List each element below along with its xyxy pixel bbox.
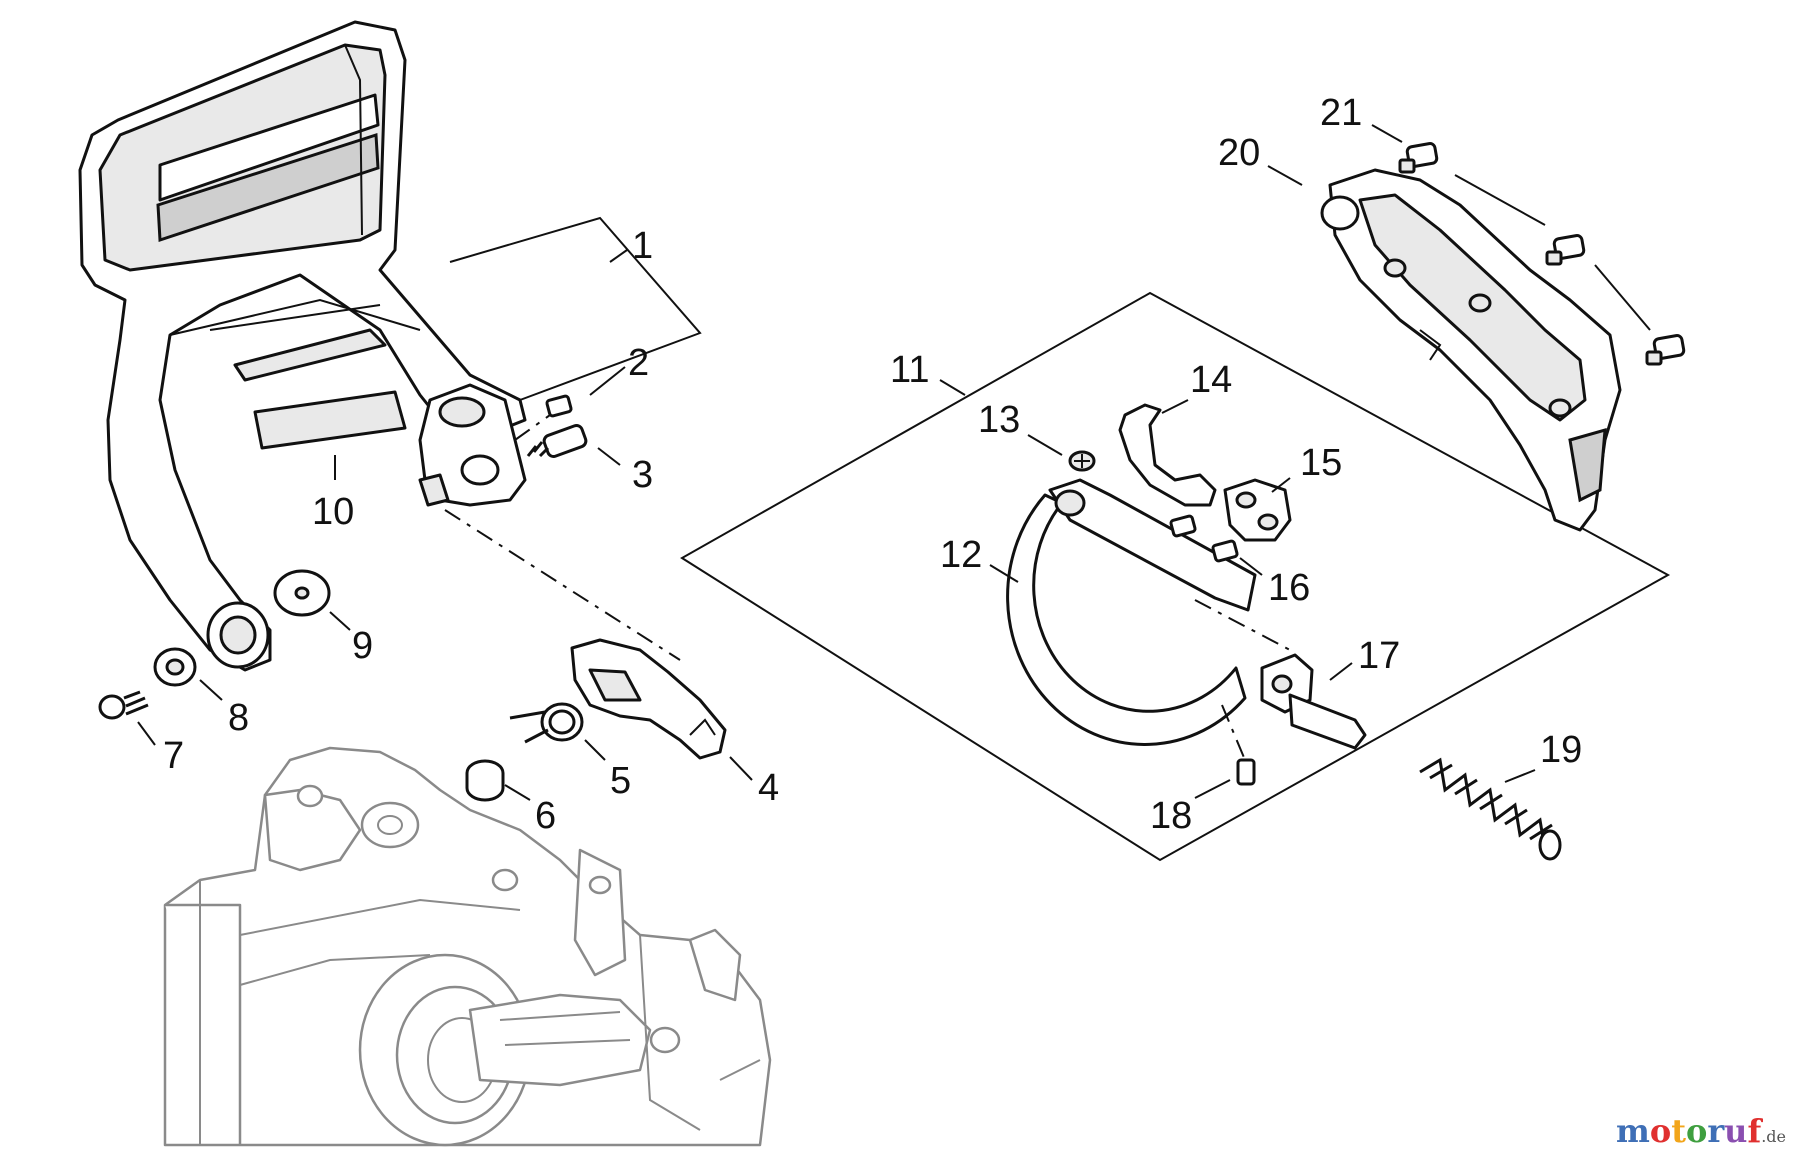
assembly-line-latch: [444, 509, 681, 661]
callout-19: 19: [1540, 729, 1582, 771]
leader-21: [1371, 124, 1403, 143]
cover-screw-a: [1398, 142, 1439, 174]
callout-15: 15: [1300, 442, 1342, 484]
screw-small: [1068, 450, 1096, 472]
brake-band: [1006, 478, 1257, 746]
leader-4: [729, 756, 753, 781]
engine-crankcase-ghost: [163, 746, 772, 1147]
band-anchor: [1260, 653, 1367, 750]
callout-5: 5: [610, 760, 631, 802]
leader-9: [329, 611, 351, 631]
callout-14: 14: [1190, 359, 1232, 401]
leader-6: [504, 784, 531, 801]
assembly-line-pin-18: [1221, 704, 1246, 761]
callout-9: 9: [352, 625, 373, 667]
watermark-letter: o: [1685, 1112, 1708, 1150]
callout-12: 12: [940, 534, 982, 576]
link-plate: [1118, 403, 1217, 507]
sprocket-cover: [1320, 168, 1622, 532]
watermark-letter: o: [1649, 1112, 1672, 1150]
watermark-tld: .de: [1761, 1127, 1786, 1146]
cover-screw-b: [1545, 234, 1586, 266]
callout-1: 1: [632, 225, 653, 267]
small-pin: [1236, 758, 1256, 786]
leader-18: [1194, 779, 1231, 799]
leader-15: [1271, 477, 1291, 493]
hand-guard: [78, 20, 527, 672]
callout-21: 21: [1320, 92, 1362, 134]
callout-16: 16: [1268, 567, 1310, 609]
leader-14: [1161, 399, 1189, 414]
assembly-line-band: [1194, 599, 1291, 651]
watermark-letter: u: [1724, 1112, 1748, 1150]
callout-17: 17: [1358, 635, 1400, 677]
callout-18: 18: [1150, 795, 1192, 837]
assembly-line-pin: [514, 414, 551, 441]
leader-7: [137, 721, 156, 746]
callout-2: 2: [628, 342, 649, 384]
watermark-letter: f: [1747, 1112, 1762, 1150]
leader-8: [199, 679, 223, 701]
washer: [273, 569, 331, 617]
callout-13: 13: [978, 399, 1020, 441]
screw: [526, 424, 588, 458]
link-pins: [1169, 514, 1239, 563]
leader-17: [1329, 662, 1353, 681]
watermark-letter: r: [1707, 1112, 1725, 1150]
callout-3: 3: [632, 454, 653, 496]
brake-latch: [570, 638, 727, 760]
site-watermark: motoruf.de: [1616, 1112, 1786, 1150]
pin: [545, 394, 573, 418]
leader-16: [1239, 557, 1263, 576]
brake-lever-casting: [418, 383, 527, 507]
callout-20: 20: [1218, 132, 1260, 174]
leader-3: [597, 447, 621, 466]
watermark-letter: m: [1615, 1112, 1650, 1150]
callout-7: 7: [163, 735, 184, 777]
leader-13: [1027, 434, 1063, 456]
group-bracket-1: [449, 216, 702, 401]
callout-4: 4: [758, 767, 779, 809]
leader-11: [939, 379, 966, 396]
leader-12: [989, 564, 1019, 583]
leader-19: [1504, 769, 1536, 783]
decal-label: [253, 390, 407, 450]
callout-10: 10: [312, 491, 354, 533]
callout-11: 11: [890, 349, 929, 391]
callout-labels: 1 2 3 4 5 6 7 8 9 10 11 12 13 14 15 16 1…: [163, 92, 1582, 837]
cover-screws: [1398, 142, 1686, 366]
link: [1223, 478, 1292, 542]
leader-20: [1267, 165, 1303, 186]
cover-screw-c: [1645, 334, 1686, 366]
leader-5: [584, 739, 606, 761]
leader-2: [589, 366, 626, 396]
bushing: [465, 759, 505, 802]
callout-8: 8: [228, 697, 249, 739]
leader-lines: [137, 124, 1536, 801]
torsion-spring: [509, 702, 584, 744]
callout-6: 6: [535, 795, 556, 837]
group-box-11: [680, 291, 1671, 862]
spacer: [153, 647, 197, 687]
watermark-letter: t: [1671, 1112, 1686, 1150]
bolt: [98, 690, 149, 720]
leader-1: [609, 249, 628, 263]
compression-spring: [1419, 757, 1562, 861]
